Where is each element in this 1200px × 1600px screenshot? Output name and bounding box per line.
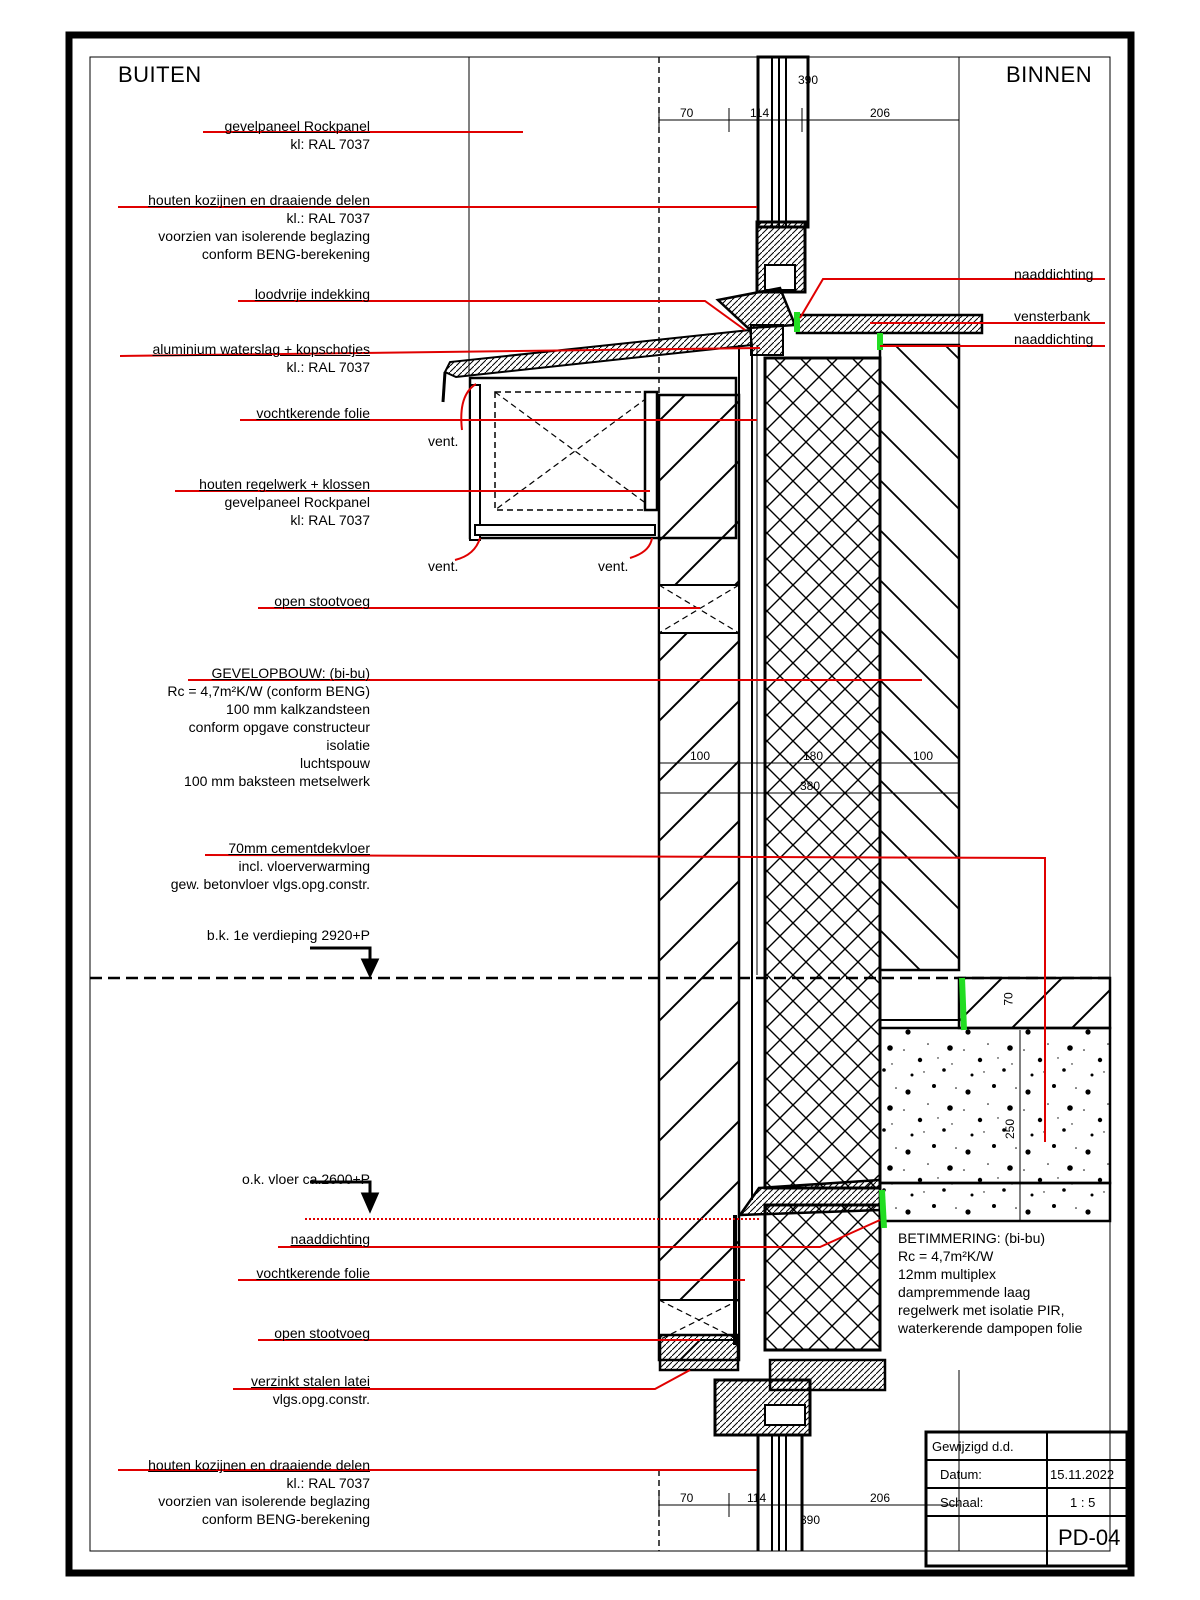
- label-facade-build: GEVELOPBOUW: (bi-bu) Rc = 4,7m²K/W (conf…: [167, 665, 370, 789]
- concrete-floor: [878, 1026, 1112, 1185]
- tb-sheet: PD-04: [1058, 1525, 1121, 1550]
- label-moisture-foil-bottom: vochtkerende folie: [256, 1265, 370, 1281]
- dim-floor-a: 70: [1001, 992, 1016, 1006]
- dim-top-b: 114: [750, 106, 770, 120]
- dim-bottom-c: 206: [870, 1491, 891, 1505]
- dim-mid-c: 100: [913, 749, 934, 763]
- dim-mid-b: 180: [803, 749, 824, 763]
- label-lining: BETIMMERING: (bi-bu) Rc = 4,7m²K/W 12mm …: [898, 1230, 1083, 1336]
- dim-mid-a: 100: [690, 749, 711, 763]
- tb-scale-label: Schaal:: [940, 1495, 984, 1510]
- top-dimensions: [658, 108, 960, 132]
- label-frames-bottom: houten kozijnen en draaiende delen kl.: …: [148, 1457, 370, 1527]
- tb-date-label: Datum:: [940, 1467, 982, 1482]
- tb-changed-label: Gewijzigd d.d.: [932, 1439, 1014, 1454]
- dim-mid-total: 380: [800, 779, 821, 793]
- label-right-sill: vensterbank: [1014, 308, 1091, 324]
- dim-top-a: 70: [680, 106, 694, 120]
- window-frame-top: [715, 55, 810, 330]
- inner-border: [89, 56, 1111, 1552]
- label-seal-bottom: naaddichting: [290, 1231, 370, 1247]
- insulation: [763, 356, 882, 1190]
- label-right-seal-2: naaddichting: [1014, 331, 1094, 347]
- label-level-bottom: o.k. vloer ca.2600+P: [241, 1171, 370, 1187]
- seals: [794, 312, 967, 1229]
- inside-title: BINNEN: [1006, 62, 1093, 87]
- vent-label-2: vent.: [428, 558, 459, 574]
- title-block: [924, 1430, 1129, 1568]
- screed: [957, 976, 1112, 1030]
- label-facade-panel-top: gevelpaneel Rockpanel kl: RAL 7037: [224, 118, 370, 152]
- level-markers: [310, 946, 380, 1214]
- tb-scale-value: 1 : 5: [1070, 1495, 1096, 1510]
- label-battens: houten regelwerk + klossen gevelpaneel R…: [199, 476, 370, 528]
- label-open-joint-bottom: open stootvoeg: [274, 1325, 370, 1341]
- label-level-top: b.k. 1e verdieping 2920+P: [206, 927, 370, 943]
- leader-lines: [118, 131, 1105, 1471]
- vent-label-1: vent.: [428, 433, 459, 449]
- lintel-inner: [768, 1358, 887, 1392]
- dim-bottom-a: 70: [680, 1491, 694, 1505]
- label-lintel: verzinkt stalen latei vlgs.opg.constr.: [250, 1373, 370, 1407]
- inner-leaf: [878, 343, 961, 972]
- label-screed: 70mm cementdekvloer incl. vloerverwarmin…: [170, 840, 370, 892]
- dim-bottom-b: 114: [747, 1491, 767, 1505]
- window-frame-bottom: [658, 1378, 812, 1551]
- dim-top-c: 206: [870, 106, 891, 120]
- outside-title: BUITEN: [118, 62, 202, 87]
- dim-floor-b: 250: [1003, 1118, 1018, 1140]
- label-frames-top: houten kozijnen en draaiende delen kl.: …: [148, 192, 370, 262]
- label-lead-free: loodvrije indekking: [254, 286, 370, 302]
- label-alu-flashing: aluminium waterslag + kopschotjes kl.: R…: [152, 341, 371, 375]
- label-open-joint-top: open stootvoeg: [274, 593, 370, 609]
- brick-leaf: [657, 393, 741, 1362]
- label-moisture-foil-top: vochtkerende folie: [256, 405, 370, 421]
- tb-date-value: 15.11.2022: [1050, 1467, 1115, 1482]
- outer-border: [65, 31, 1135, 1577]
- label-right-seal-1: naaddichting: [1014, 266, 1094, 282]
- vent-label-3: vent.: [598, 558, 629, 574]
- dim-top-total: 390: [798, 73, 819, 87]
- dim-bottom-total: 390: [800, 1513, 821, 1527]
